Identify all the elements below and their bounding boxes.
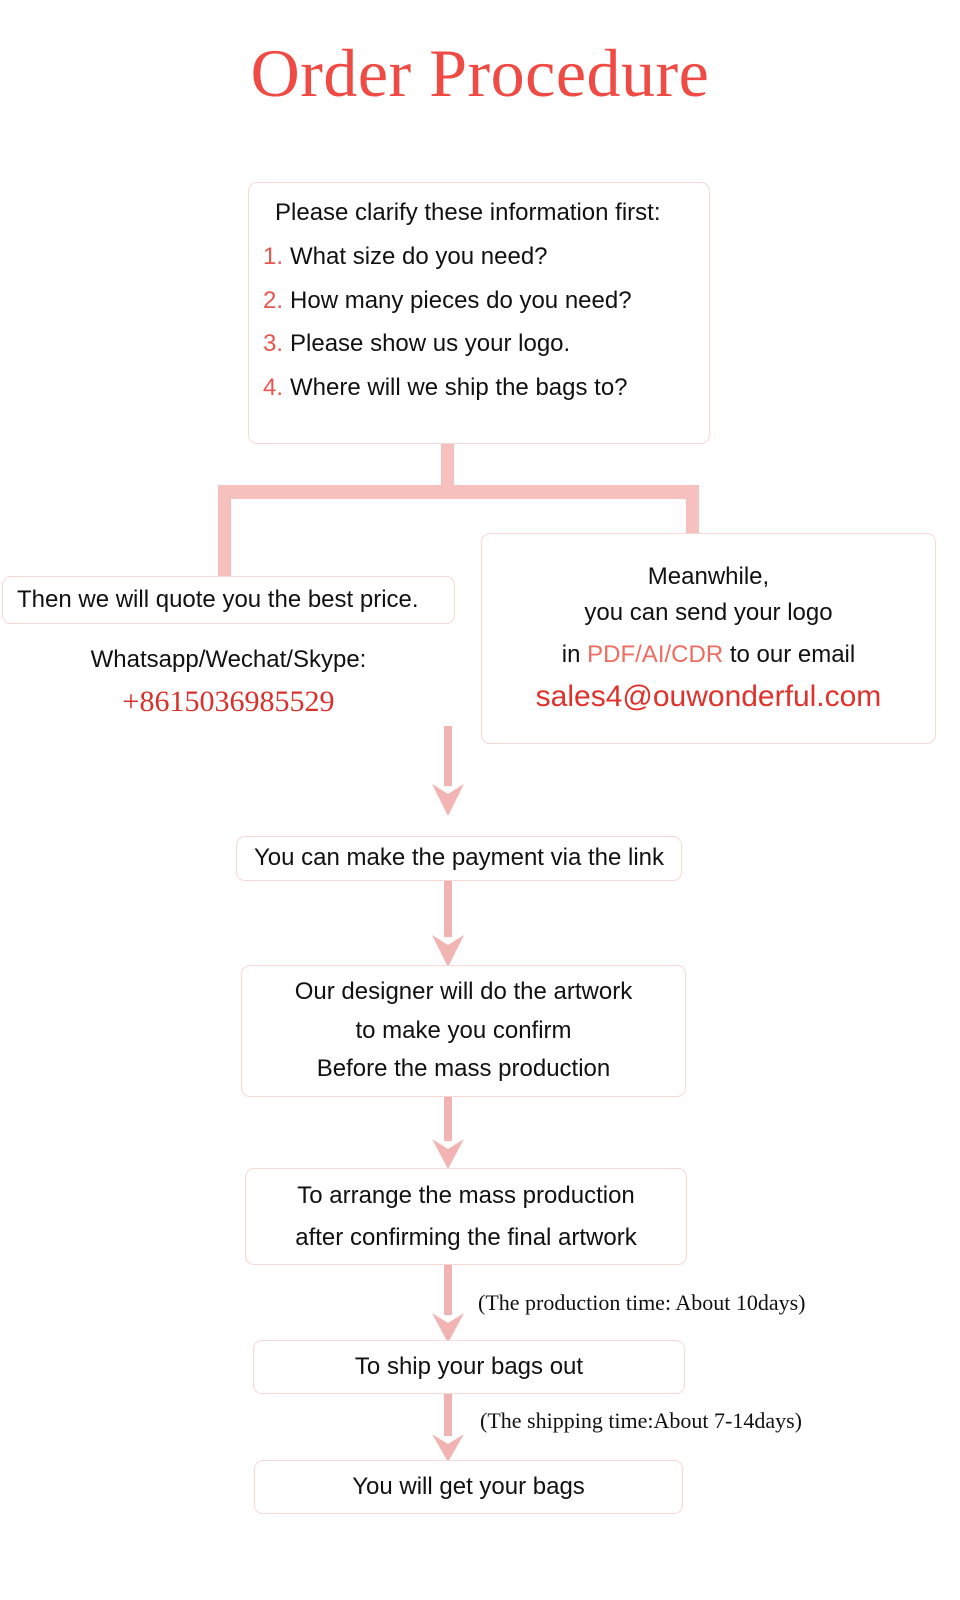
contact-channels-label: Whatsapp/Wechat/Skype: bbox=[90, 646, 367, 673]
payment-link-text: You can make the payment via the link bbox=[253, 844, 665, 872]
designer-line-2: to make you confirm bbox=[355, 1016, 572, 1044]
contact-block: Whatsapp/Wechat/Skype: +8615036985529 bbox=[2, 645, 455, 723]
clarify-question-2: 2. How many pieces do you need? bbox=[263, 287, 709, 316]
arrow-down-icon bbox=[432, 1265, 464, 1343]
designer-line-3: Before the mass production bbox=[316, 1055, 611, 1083]
payment-link-box: You can make the payment via the link bbox=[236, 836, 682, 881]
send-logo-box: Meanwhile, you can send your logo in PDF… bbox=[481, 533, 936, 744]
contact-phone-number[interactable]: +8615036985529 bbox=[122, 685, 335, 718]
meanwhile-line-2: you can send your logo bbox=[584, 598, 833, 626]
page-title: Order Procedure bbox=[250, 35, 710, 111]
arrange-line-2: after confirming the final artwork bbox=[295, 1223, 637, 1251]
designer-line-1: Our designer will do the artwork bbox=[294, 977, 633, 1005]
clarify-question-4: 4. Where will we ship the bags to? bbox=[263, 374, 709, 403]
question-text: How many pieces do you need? bbox=[290, 286, 632, 314]
quote-price-text: Then we will quote you the best price. bbox=[17, 585, 419, 613]
clarify-question-1: 1. What size do you need? bbox=[263, 243, 709, 272]
arrange-production-box: To arrange the mass production after con… bbox=[245, 1168, 687, 1265]
arrow-down-icon bbox=[432, 726, 464, 816]
question-text: What size do you need? bbox=[290, 242, 548, 270]
clarify-information-box: Please clarify these information first: … bbox=[248, 182, 710, 444]
sales-email-address[interactable]: sales4@ouwonderful.com bbox=[535, 680, 882, 714]
receive-bags-box: You will get your bags bbox=[254, 1460, 683, 1514]
connector-drop-to-quote bbox=[218, 485, 231, 579]
arrow-down-icon bbox=[432, 1394, 464, 1462]
clarify-question-3: 3. Please show us your logo. bbox=[263, 330, 709, 359]
meanwhile-line-1: Meanwhile, bbox=[647, 562, 770, 590]
question-number: 1. bbox=[263, 242, 284, 270]
clarify-heading: Please clarify these information first: bbox=[275, 199, 661, 226]
meanwhile-line3-prefix: in bbox=[561, 641, 588, 669]
ship-bags-box: To ship your bags out bbox=[253, 1340, 685, 1394]
meanwhile-line3-suffix: to our email bbox=[723, 641, 856, 669]
question-text: Where will we ship the bags to? bbox=[290, 374, 628, 402]
question-number: 3. bbox=[263, 330, 284, 358]
receive-bags-text: You will get your bags bbox=[352, 1472, 585, 1500]
file-format-list: PDF/AI/CDR bbox=[587, 641, 724, 669]
production-time-note: (The production time: About 10days) bbox=[478, 1290, 806, 1315]
arrange-line-1: To arrange the mass production bbox=[297, 1181, 635, 1209]
question-text: Please show us your logo. bbox=[290, 330, 571, 358]
arrow-down-icon bbox=[432, 1097, 464, 1169]
arrow-down-icon bbox=[432, 881, 464, 967]
designer-artwork-box: Our designer will do the artwork to make… bbox=[241, 965, 686, 1097]
quote-price-box: Then we will quote you the best price. bbox=[2, 576, 455, 624]
question-number: 2. bbox=[263, 286, 284, 314]
ship-bags-text: To ship your bags out bbox=[354, 1352, 584, 1380]
connector-stub-from-clarify bbox=[441, 444, 454, 485]
meanwhile-line-3: in PDF/AI/CDR to our email bbox=[562, 640, 855, 671]
question-number: 4. bbox=[263, 374, 284, 402]
shipping-time-note: (The shipping time:About 7-14days) bbox=[480, 1408, 803, 1433]
connector-horizontal-branch bbox=[218, 485, 699, 499]
connector-drop-to-meanwhile bbox=[686, 485, 699, 533]
